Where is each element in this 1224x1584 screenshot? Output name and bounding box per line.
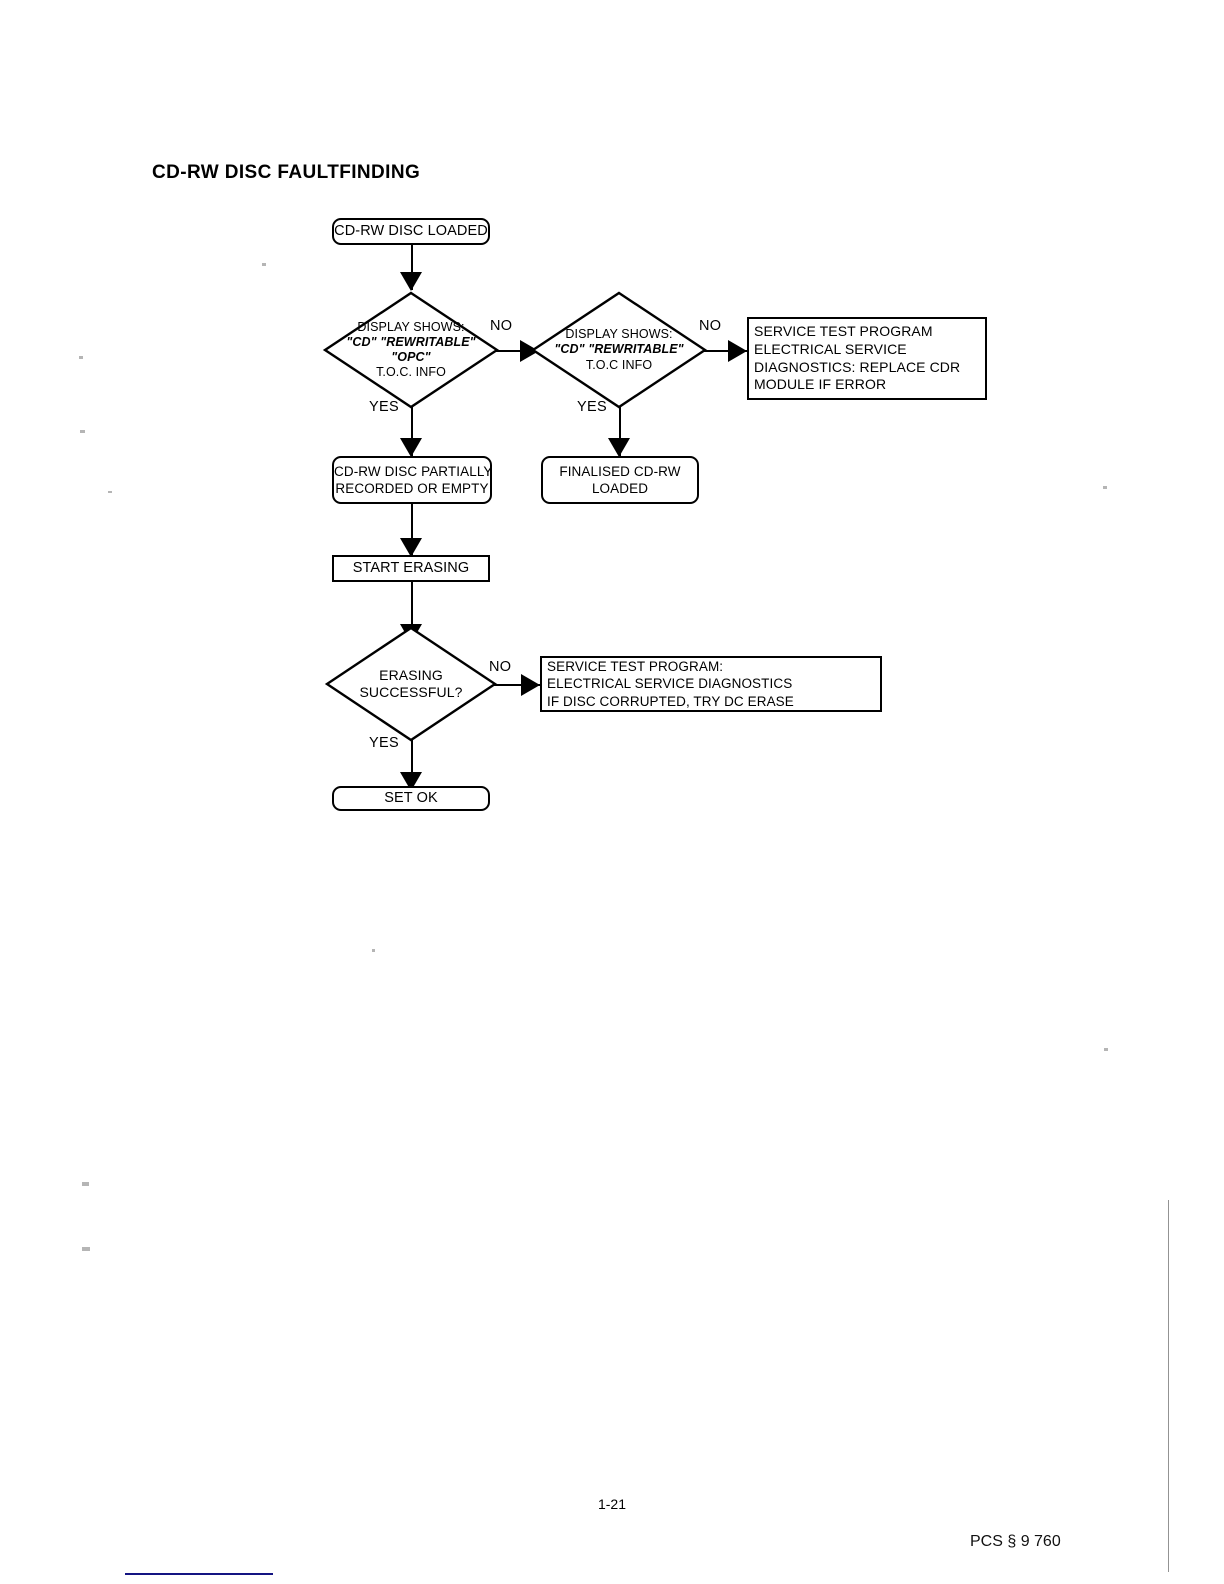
node-line: CD-RW DISC PARTIALLY [334, 463, 493, 479]
decision-2-label: DISPLAY SHOWS: "CD" "REWRITABLE" T.O.C I… [531, 291, 707, 409]
node-line: ELECTRICAL SERVICE DIAGNOSTICS [547, 676, 793, 692]
edge-label-yes-3: YES [369, 735, 399, 751]
decision-3-label: ERASING SUCCESSFUL? [325, 626, 497, 742]
scan-edge-artifact [1168, 1200, 1169, 1572]
node-cd-rw-disc-loaded[interactable]: CD-RW DISC LOADED [332, 218, 490, 245]
node-line: DISPLAY SHOWS: [357, 319, 465, 334]
connector-decision-2-no [695, 350, 753, 352]
node-line: LOADED [591, 481, 649, 496]
page-title: CD-RW DISC FAULTFINDING [152, 162, 421, 183]
node-line: IF DISC CORRUPTED, TRY DC ERASE [547, 693, 794, 709]
node-line: SERVICE TEST PROGRAM [754, 322, 933, 339]
connector-decision-3-yes [411, 726, 413, 796]
scan-speck [82, 1247, 90, 1251]
node-set-ok[interactable]: SET OK [332, 786, 490, 811]
node-line: ERASING [379, 666, 443, 683]
node-service-test-program-replace-cdr[interactable]: SERVICE TEST PROGRAM ELECTRICAL SERVICE … [747, 317, 987, 400]
edge-label-no-1: NO [490, 318, 513, 334]
node-line: DIAGNOSTICS: REPLACE CDR [754, 358, 961, 375]
diamond-shape-1 [322, 291, 500, 409]
node-line: "CD" "REWRITABLE" [346, 334, 476, 349]
node-line: SERVICE TEST PROGRAM: [547, 659, 724, 675]
node-finalised-cd-rw-loaded[interactable]: FINALISED CD-RW LOADED [541, 456, 699, 504]
node-decision-display-shows-toc[interactable]: DISPLAY SHOWS: "CD" "REWRITABLE" T.O.C I… [530, 291, 708, 409]
node-start-erasing[interactable]: START ERASING [332, 555, 490, 582]
node-line: DISPLAY SHOWS: [565, 327, 673, 342]
node-line: "OPC" [391, 350, 431, 364]
node-line: T.O.C INFO [585, 357, 653, 372]
connector-decision-1-yes [411, 392, 413, 464]
node-line: CD-RW DISC LOADED [334, 223, 488, 240]
scan-speck [1104, 1048, 1108, 1051]
node-line: SET OK [384, 790, 438, 807]
edge-label-no-2: NO [699, 318, 722, 334]
arrowhead-down-finalised [608, 438, 630, 457]
node-decision-display-shows-opc[interactable]: DISPLAY SHOWS: "CD" "REWRITABLE" "OPC" T… [322, 291, 500, 409]
connector-decision-2-yes [619, 392, 621, 464]
arrowhead-right-service-test-2 [521, 674, 540, 696]
scan-speck [82, 1182, 89, 1186]
connector-decision-3-no [478, 684, 540, 686]
node-line: SUCCESSFUL? [359, 684, 463, 700]
connector-decision-1-no [488, 350, 544, 352]
diamond-shape-3 [324, 626, 498, 742]
scan-speck [79, 356, 83, 359]
node-line: START ERASING [352, 560, 470, 577]
diamond-shape-2 [530, 291, 708, 409]
node-line: FINALISED CD-RW [559, 463, 681, 479]
node-line: ELECTRICAL SERVICE [754, 340, 907, 357]
node-line: "CD" "REWRITABLE" [554, 342, 684, 357]
scan-speck [80, 430, 85, 433]
decision-1-label: DISPLAY SHOWS: "CD" "REWRITABLE" "OPC" T… [323, 291, 499, 409]
node-decision-erasing-successful[interactable]: ERASING SUCCESSFUL? [324, 626, 498, 742]
node-line: MODULE IF ERROR [754, 376, 887, 393]
edge-label-yes-2: YES [577, 399, 607, 415]
node-line: RECORDED OR EMPTY [335, 481, 489, 496]
scan-speck [372, 949, 375, 952]
connector-start-erasing-to-decision-3 [411, 581, 413, 641]
edge-label-yes-1: YES [369, 399, 399, 415]
node-cd-rw-disc-partially-recorded[interactable]: CD-RW DISC PARTIALLY RECORDED OR EMPTY [332, 456, 492, 504]
footer-rule [125, 1573, 273, 1575]
page-number: 1-21 [597, 1496, 627, 1512]
node-service-test-program-dc-erase[interactable]: SERVICE TEST PROGRAM: ELECTRICAL SERVICE… [540, 656, 882, 712]
arrowhead-right-decision-2 [520, 340, 539, 362]
node-line: T.O.C. INFO [376, 365, 446, 380]
arrowhead-down-partially-recorded [400, 438, 422, 457]
scan-speck [1103, 486, 1107, 489]
connector-start-to-decision-1 [411, 244, 413, 290]
arrowhead-down-start-erasing [400, 538, 422, 557]
edge-label-no-3: NO [489, 659, 512, 675]
arrowhead-right-service-test-1 [728, 340, 747, 362]
document-code: PCS § 9 760 [970, 1533, 1061, 1550]
scan-speck [108, 491, 112, 493]
connector-partially-recorded-to-start-erasing [411, 503, 413, 563]
arrowhead-down-decision-1 [400, 272, 422, 291]
scan-speck [262, 263, 266, 266]
